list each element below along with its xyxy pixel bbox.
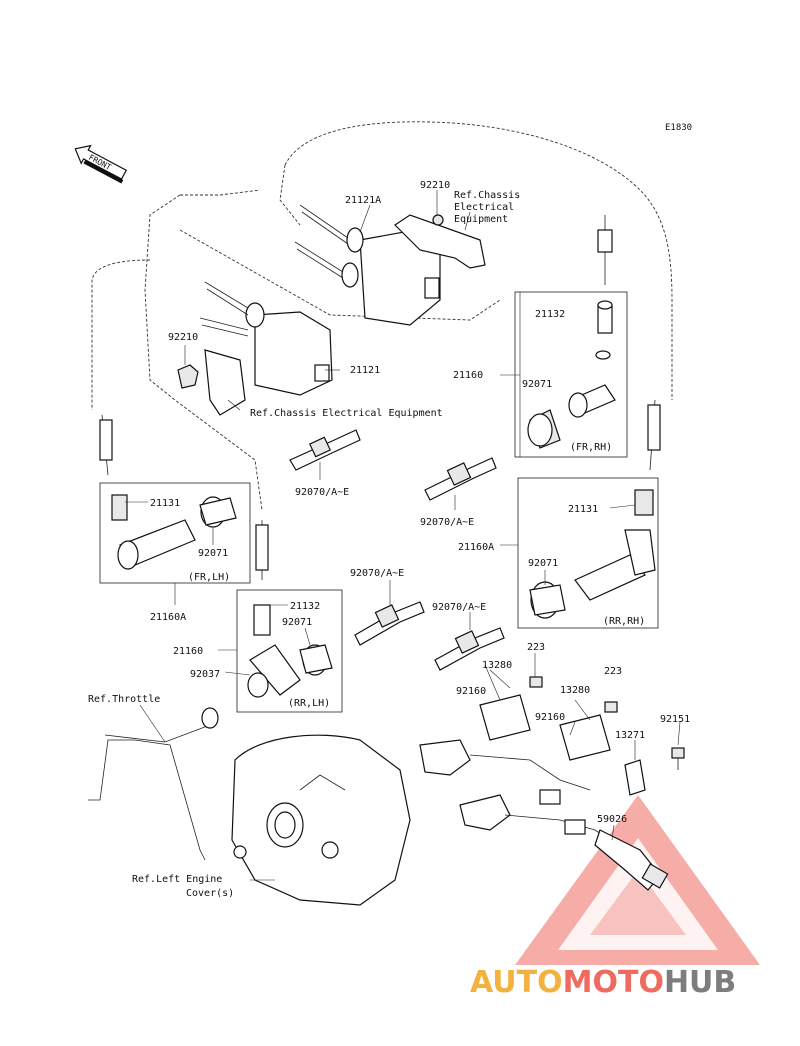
label-13271: 13271 [615, 730, 645, 741]
label-92210-left: 92210 [168, 332, 198, 343]
ignition-coil-21121A [294, 204, 486, 326]
throttle-clip [201, 707, 219, 729]
throttle-cable [88, 739, 206, 861]
pickup-harness [419, 739, 626, 851]
ignition-coil-21121 [199, 281, 333, 416]
nut-92210-left [177, 364, 199, 389]
seal-92071-top [568, 384, 616, 418]
label-ref-throttle: Ref.Throttle [88, 694, 160, 705]
label-92071-lower: 92071 [282, 617, 312, 628]
watermark-logo: AUTOMOTOHUB [470, 965, 736, 1000]
label-ref-left-engine-1: Ref.Left Engine [132, 874, 222, 885]
label-223-a: 223 [527, 642, 545, 653]
label-92210-top: 92210 [420, 180, 450, 191]
label-92070-b: 92070/A~E [420, 517, 474, 528]
label-21160-lower: 21160 [173, 646, 203, 657]
box-rr-rh [517, 477, 659, 629]
boot-21160-lower [247, 644, 301, 698]
label-92070-c: 92070/A~E [350, 568, 404, 579]
label-13280-b: 13280 [560, 685, 590, 696]
leader-lines [125, 190, 681, 881]
label-92070-d: 92070/A~E [432, 602, 486, 613]
label-fr-rh: (FR,RH) [570, 442, 612, 453]
label-92071-right: 92071 [528, 558, 558, 569]
label-ref-chassis-top-1: Ref.Chassis [454, 190, 520, 201]
harness-outline-left [279, 164, 301, 226]
left-wire-dash [91, 259, 151, 410]
diagram-code: E1830 [665, 123, 692, 133]
bolt-92151 [671, 747, 685, 770]
label-21132-lower: 21132 [290, 601, 320, 612]
seal-92071-right [529, 581, 566, 619]
plug-cap-21132-lower [253, 520, 271, 636]
label-21131-right: 21131 [568, 504, 598, 515]
label-92071-left: 92071 [198, 548, 228, 559]
label-ref-chassis-top-3: Equipment [454, 214, 508, 225]
watermark-hub: HUB [664, 965, 736, 1000]
label-21160-top: 21160 [453, 370, 483, 381]
boot-21160-top [527, 409, 561, 449]
label-ref-left-engine-2: Cover(s) [186, 888, 234, 899]
clamp-13271 [624, 759, 646, 796]
bracket-92160-b [559, 714, 611, 761]
bolt-223-a [529, 676, 543, 688]
label-92071-top: 92071 [522, 379, 552, 390]
spark-plug-92070-a [289, 429, 361, 471]
plug-cap-21131-right [634, 399, 661, 516]
label-fr-lh: (FR,LH) [188, 572, 230, 583]
watermark-auto: AUTO [470, 965, 563, 1000]
nut-92210-top [432, 214, 444, 226]
spark-plug-92070-b [424, 457, 497, 501]
label-21132-top: 21132 [535, 309, 565, 320]
label-ref-chassis-mid: Ref.Chassis Electrical Equipment [250, 408, 443, 419]
label-rr-lh: (RR,LH) [288, 698, 330, 709]
plug-cap-21131-left [99, 414, 128, 521]
label-21160A-left: 21160A [150, 612, 186, 623]
bolt-13280-b [604, 701, 618, 713]
boot-21160A-right [574, 529, 656, 601]
label-ref-chassis-top-2: Electrical [454, 202, 514, 213]
harness-outline-inner [144, 194, 263, 511]
seal-92071-lower [299, 644, 333, 676]
label-92037: 92037 [190, 669, 220, 680]
box-rr-lh [236, 589, 343, 713]
harness-outline [284, 121, 673, 400]
label-223-b: 223 [604, 666, 622, 677]
front-arrow-icon: FRONT [74, 144, 128, 184]
watermark-moto: MOTO [563, 965, 664, 1000]
throttle-cable-2 [104, 724, 211, 743]
label-92151: 92151 [660, 714, 690, 725]
label-rr-rh: (RR,RH) [603, 616, 645, 627]
label-21160A-right: 21160A [458, 542, 494, 553]
label-21121A: 21121A [345, 195, 381, 206]
label-21131-left: 21131 [150, 498, 180, 509]
label-92160-b: 92160 [535, 712, 565, 723]
svg-text:AUTOMOTOHUB: AUTOMOTOHUB [470, 965, 736, 1000]
label-13280-a: 13280 [482, 660, 512, 671]
seal-92071-left [199, 496, 237, 528]
box-fr-rh [514, 291, 628, 458]
label-92070-a: 92070/A~E [295, 487, 349, 498]
label-92160-a: 92160 [456, 686, 486, 697]
label-21121: 21121 [350, 365, 380, 376]
left-engine-cover [231, 734, 411, 906]
connector-59026 [594, 829, 669, 891]
spark-plug-92070-d [434, 627, 505, 671]
spark-plug-92070-c [354, 601, 425, 646]
label-59026: 59026 [597, 814, 627, 825]
harness-outline-lower [180, 189, 261, 196]
plug-cap-21132-top [595, 215, 613, 360]
boot-21160A-left [117, 519, 196, 570]
bracket-92160-a [479, 694, 531, 741]
